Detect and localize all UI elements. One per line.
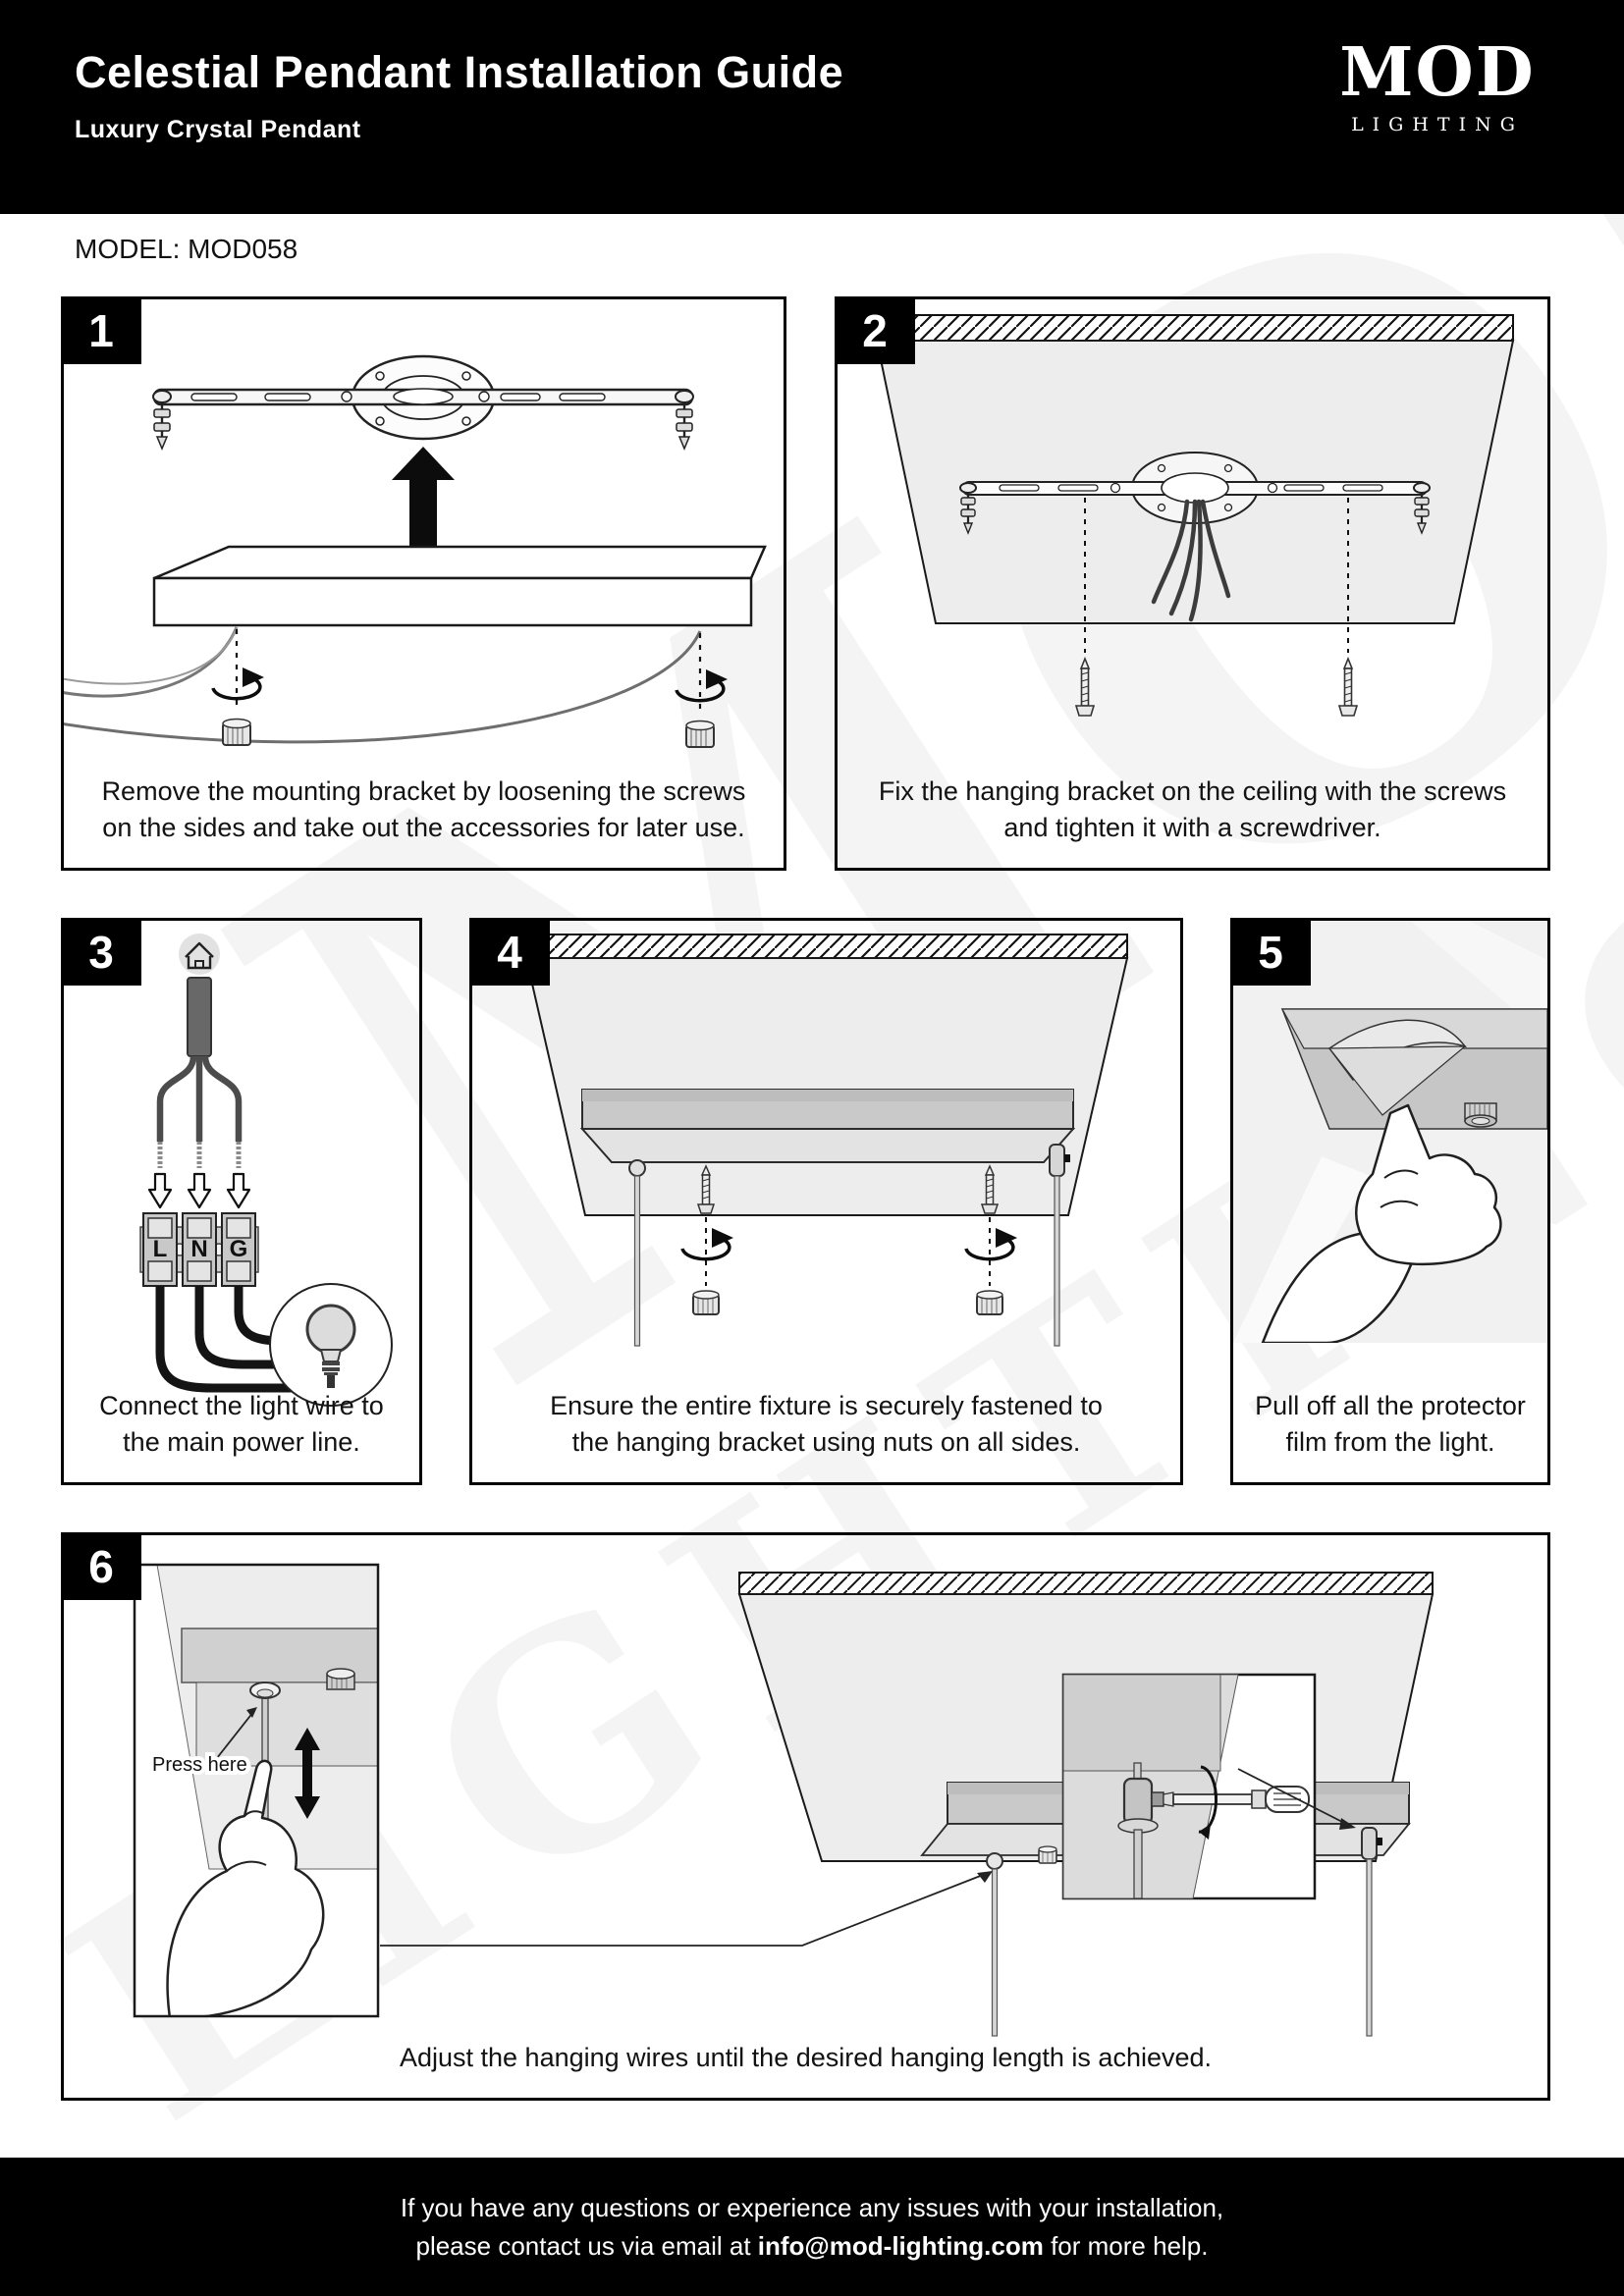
wire-gripper-right [1361,1827,1382,2037]
terminal-block: L N G [139,1212,259,1287]
step-2-number: 2 [835,296,915,364]
ceiling [524,934,1129,1216]
up-down-arrow-icon [295,1728,320,1819]
header: Celestial Pendant Installation Guide Lux… [0,0,1624,214]
step-2-caption: Fix the hanging bracket on the ceiling w… [878,775,1507,842]
step-3-number: 3 [61,918,141,986]
exposed-wire-tips [157,1142,242,1168]
terminal-label-g: G [230,1236,248,1262]
page-subtitle: Luxury Crystal Pendant [75,116,361,143]
step-3-illustration: L N G [139,934,393,1407]
step-4-panel: 4 [469,918,1183,1485]
model-number: MODEL: MOD058 [75,234,298,264]
step-4-number: 4 [469,918,550,986]
hanging-wire-right [1049,1144,1070,1347]
wire-strands [156,1055,243,1142]
step-2-panel: 2 [835,296,1550,871]
down-arrow-icons [147,1172,251,1209]
cable-line [64,630,702,744]
step-3-panel: 3 [61,918,422,1485]
knurled-nut-icon [692,1290,720,1315]
fastening-screw-right [964,1164,1017,1315]
logo-primary-text: MOD [1339,33,1536,112]
knurled-knob-icon [1464,1102,1497,1128]
loosen-screw-left [211,629,264,746]
step-4-caption: Ensure the entire fixture is securely fa… [550,1390,1103,1457]
mounting-bracket-icon [152,354,694,451]
hanging-wire-left [628,1159,646,1347]
leader-line-left [380,1871,993,1947]
step-6-panel: 6 [61,1532,1550,2101]
step-4-illustration [524,934,1129,1347]
step-1-number: 1 [61,296,141,364]
step-1-panel: 1 [61,296,786,871]
hanging-wire-left [986,1852,1003,2037]
up-arrow-icon [392,447,455,553]
knurled-nut-icon [976,1290,1003,1315]
logo-secondary-text: LIGHTING [1351,114,1524,135]
rotate-arrow-icon [1198,1765,1218,1840]
contact-email: info@mod-lighting.com [757,2230,1044,2261]
footer-line-1: If you have any questions or experience … [400,2192,1224,2222]
screwdriver-inset [1061,1673,1356,1900]
knurled-knob-icon [326,1668,355,1690]
fastening-screw-left [680,1164,733,1315]
fixture-canopy [579,1089,1076,1163]
screwdriver-icon [1163,1786,1310,1813]
step-5-caption: Pull off all the protector film from the… [1255,1390,1526,1457]
press-here-label: Press here [152,1754,247,1776]
press-button-inset-border [133,1563,380,2018]
loosen-screw-right [675,633,728,748]
hanging-bracket-icon [959,452,1431,535]
step-3-caption: Connect the light wire to the main power… [99,1390,384,1457]
step-1-caption: Remove the mounting bracket by loosening… [101,775,746,842]
step-5-illustration [1233,921,1547,1343]
step-6-number: 6 [61,1532,141,1600]
house-icon [179,934,220,975]
cable-line [64,626,238,685]
footer: If you have any questions or experience … [0,2158,1624,2296]
bracket-end-screw-left [152,390,172,451]
terminal-label-n: N [190,1236,207,1262]
bulb-icon [269,1283,393,1407]
knurled-nut-icon [222,718,251,746]
step-1-illustration [64,354,767,748]
bracket-end-screw-right [675,390,694,451]
bracket-end-screw-left [959,482,977,535]
protector-film [1327,1019,1467,1116]
brand-logo: MOD LIGHTING [1320,39,1555,135]
footer-line-2: please contact us via email at info@mod-… [415,2230,1209,2261]
ceiling-screw-right [1337,498,1359,717]
power-wires [1151,499,1231,622]
fixture-canopy [152,545,767,627]
hand [1261,1103,1502,1343]
hand [166,1759,325,2016]
page-title: Celestial Pendant Installation Guide [75,47,844,97]
step-6-caption: Adjust the hanging wires until the desir… [399,2042,1213,2072]
ceiling-screw-left [1074,498,1096,717]
step-6-illustration: Press here [133,1563,1435,2037]
terminal-label-l: L [153,1236,168,1262]
step-2-illustration [875,314,1515,717]
knurled-nut-icon [685,720,715,748]
mains-cable [187,977,212,1057]
step-5-number: 5 [1230,918,1311,986]
knurled-nut-icon [1038,1845,1057,1864]
wire-gripper-zoom [1117,1762,1164,1899]
step-5-panel: 5 Pull off all the protector film from t… [1230,918,1550,1485]
press-button-inset: Press here [135,1565,378,2016]
bracket-end-screw-right [1413,482,1431,535]
